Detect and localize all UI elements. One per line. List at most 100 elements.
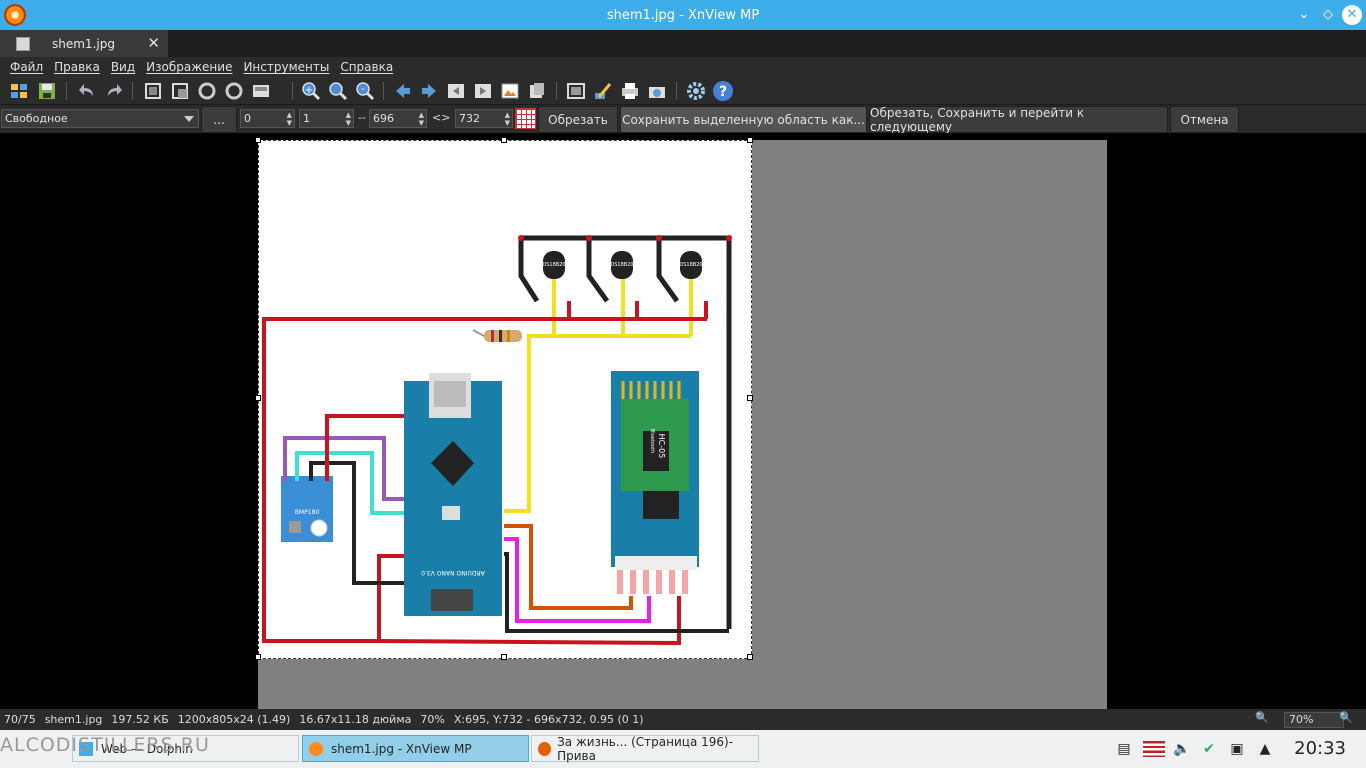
spinner-arrows-icon[interactable]: ▲▼ [286, 111, 292, 127]
title-bar: shem1.jpg - XnView MP ⌄ ◇ ✕ [0, 0, 1366, 30]
slideshow-icon[interactable] [499, 80, 521, 102]
status-zoom: 70% [420, 713, 445, 726]
board-label: ARDUINO NANO V3.0 [421, 569, 485, 576]
task-firefox[interactable]: За жизнь... (Страница 196)-Прива [531, 735, 759, 763]
help-icon[interactable]: ? [712, 80, 734, 102]
status-filesize: 197.52 КБ [111, 713, 169, 726]
xnview-app-icon[interactable] [4, 4, 26, 26]
crop-icon[interactable] [142, 80, 164, 102]
first-icon[interactable] [445, 80, 467, 102]
task-xnview-label: shem1.jpg - XnView MP [331, 741, 472, 756]
menu-tools[interactable]: Инструменты [243, 60, 330, 74]
taskbar: Web — Dolphin shem1.jpg - XnView MP За ж… [0, 730, 1366, 768]
bmp180-module: BMP180 [281, 476, 333, 542]
crop-x-value: 0 [244, 112, 251, 125]
crop-handle-n[interactable] [501, 137, 507, 143]
crop-y-stepper[interactable]: 1▲▼ [299, 109, 354, 128]
adjust-icon[interactable] [250, 80, 272, 102]
crop-height-stepper[interactable]: 732▲▼ [455, 109, 513, 128]
rotate-right-icon[interactable] [223, 80, 245, 102]
updates-icon[interactable]: ✔ [1203, 741, 1215, 757]
redo-icon[interactable] [103, 80, 125, 102]
clock: 20:33 [1294, 738, 1346, 759]
crop-width-stepper[interactable]: 696▲▼ [369, 109, 427, 128]
status-index: 70/75 [4, 713, 36, 726]
save-icon[interactable] [36, 80, 58, 102]
grid-toggle-icon[interactable] [515, 108, 536, 129]
image-canvas[interactable]: DS18B20 DS18B20 DS18B20 [0, 133, 1366, 709]
menu-bar: Файл Правка Вид Изображение Инструменты … [0, 57, 1366, 77]
crop-handle-se[interactable] [747, 654, 753, 660]
crop-handle-e[interactable] [747, 395, 753, 401]
zoom-in-icon[interactable]: + [300, 80, 322, 102]
network-icon[interactable]: ▣ [1230, 741, 1244, 757]
crop-handle-nw[interactable] [255, 137, 261, 143]
xnview-icon [309, 741, 323, 756]
bmp180-label: BMP180 [295, 509, 320, 516]
next-icon[interactable] [418, 80, 440, 102]
task-dolphin[interactable]: Web — Dolphin [72, 735, 299, 762]
maximize-button[interactable]: ◇ [1323, 7, 1333, 22]
menu-view[interactable]: Вид [110, 60, 136, 74]
save-selection-button[interactable]: Сохранить выделенную область как... [620, 106, 867, 133]
image-file-icon [16, 36, 30, 51]
close-button[interactable]: ✕ [1342, 5, 1362, 25]
tab-close-icon[interactable]: ✕ [147, 34, 160, 52]
crop-handle-sw[interactable] [255, 654, 261, 660]
tray-expand-icon[interactable]: ▲ [1259, 741, 1271, 757]
spinner-arrows-icon[interactable]: ▲▼ [418, 111, 424, 127]
volume-icon[interactable]: 🔈 [1173, 741, 1191, 757]
crop-button[interactable]: Обрезать [538, 106, 618, 133]
aspect-ratio-select[interactable]: Свободное [1, 109, 199, 128]
browser-icon[interactable] [8, 80, 30, 102]
tab-shem1[interactable]: shem1.jpg ✕ [0, 30, 168, 57]
scan-icon[interactable] [646, 80, 668, 102]
zoom-out-icon[interactable]: - [354, 80, 376, 102]
crop-toolbar: Свободное ... 0▲▼ 1▲▼ -- 696▲▼ <> 732▲▼ … [0, 105, 1366, 134]
dolphin-icon [79, 741, 93, 756]
resize-icon[interactable] [169, 80, 191, 102]
menu-help[interactable]: Справка [340, 60, 394, 74]
fullscreen-icon[interactable] [565, 80, 587, 102]
crop-handle-s[interactable] [501, 654, 507, 660]
temp-sensor-2: DS18B20 [610, 251, 634, 279]
menu-file[interactable]: Файл [10, 60, 44, 74]
crop-save-next-button[interactable]: Обрезать, Сохранить и перейти к следующе… [869, 106, 1168, 134]
task-dolphin-label: Web — Dolphin [101, 741, 193, 756]
zoom-fit-icon[interactable] [327, 80, 349, 102]
clipboard-icon[interactable]: ▤ [1117, 741, 1131, 757]
print-icon[interactable] [619, 80, 641, 102]
hc05-label: HC-05 [657, 434, 666, 459]
tab-label: shem1.jpg [52, 36, 115, 51]
crop-handle-ne[interactable] [747, 137, 753, 143]
task-xnview[interactable]: shem1.jpg - XnView MP [302, 735, 529, 762]
temp-sensor-1-label: DS18B20 [542, 262, 565, 268]
crop-handle-w[interactable] [255, 395, 261, 401]
firefox-icon [538, 741, 552, 756]
settings-icon[interactable] [685, 80, 707, 102]
keyboard-layout-icon[interactable] [1143, 741, 1165, 757]
last-icon[interactable] [472, 80, 494, 102]
spinner-arrows-icon[interactable]: ▲▼ [345, 111, 351, 127]
crop-x-stepper[interactable]: 0 ▲▼ [240, 109, 295, 128]
watermark: ALCODISTILLERS.RU [0, 734, 210, 756]
menu-image[interactable]: Изображение [146, 60, 233, 74]
zoom-select[interactable]: 70% [1284, 712, 1344, 728]
minimize-button[interactable]: ⌄ [1298, 7, 1310, 22]
menu-edit[interactable]: Правка [54, 60, 100, 74]
rotate-left-icon[interactable] [196, 80, 218, 102]
cancel-button[interactable]: Отмена [1170, 106, 1239, 133]
zoom-out-small-icon[interactable]: 🔍 [1339, 711, 1353, 724]
aspect-ratio-value: Свободное [5, 112, 68, 125]
status-dimensions: 1200x805x24 (1.49) [177, 713, 291, 726]
hc05-sub-label: Bluetooth [649, 429, 655, 453]
undo-icon[interactable] [76, 80, 98, 102]
schematic-image[interactable]: DS18B20 DS18B20 DS18B20 [258, 140, 752, 659]
export-icon[interactable] [526, 80, 548, 102]
spinner-arrows-icon[interactable]: ▲▼ [504, 111, 510, 127]
previous-icon[interactable] [392, 80, 414, 102]
edit-icon[interactable] [592, 80, 614, 102]
ratio-more-button[interactable]: ... [201, 106, 237, 133]
width-separator-label: -- [358, 111, 366, 124]
arduino-nano-board: ARDUINO NANO V3.0 [404, 373, 502, 616]
